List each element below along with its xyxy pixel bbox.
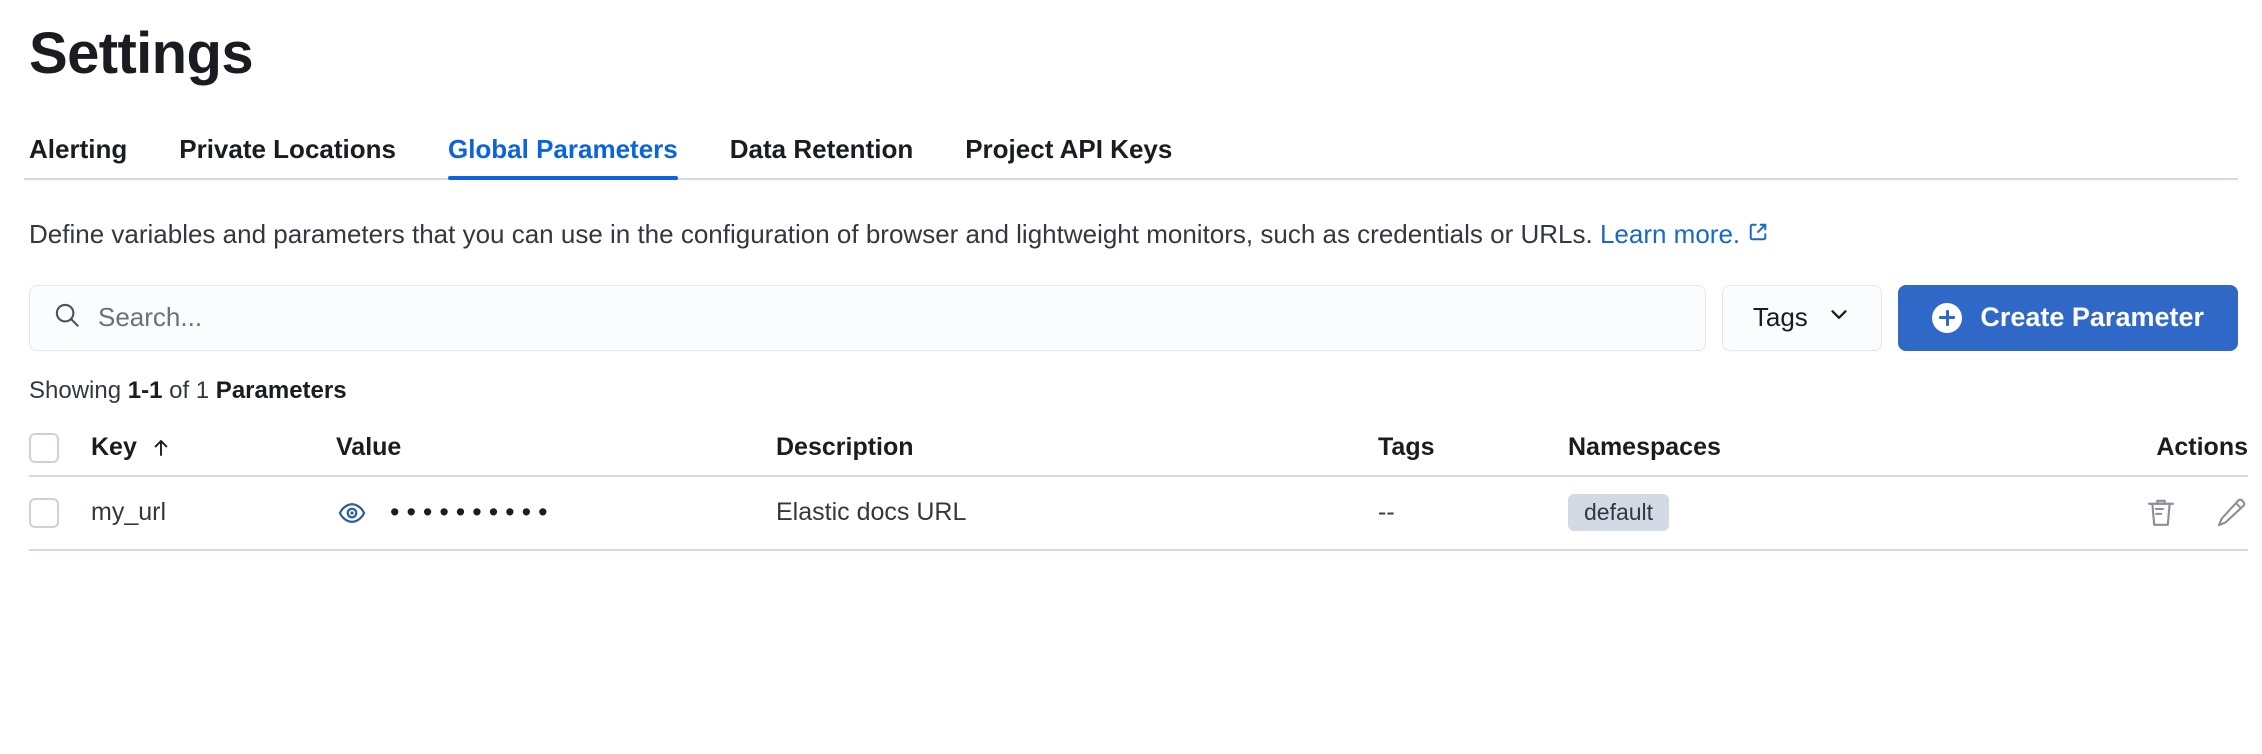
column-header-actions: Actions <box>2156 433 2248 462</box>
row-select-checkbox[interactable] <box>29 497 59 528</box>
cell-actions <box>2048 496 2248 530</box>
header-select-cell <box>29 432 91 463</box>
cell-value: •••••••••• <box>336 497 776 529</box>
row-select-cell <box>29 497 91 528</box>
column-header-description[interactable]: Description <box>776 433 1378 462</box>
tab-label: Global Parameters <box>447 133 678 164</box>
tags-filter-button[interactable]: Tags <box>1722 284 1883 351</box>
column-header-label: Value <box>336 433 402 462</box>
tab-data-retention[interactable]: Data Retention <box>704 136 939 178</box>
search-input[interactable] <box>98 302 1684 334</box>
table-header-row: Key Value Description <box>29 421 2248 477</box>
column-header-label: Description <box>776 433 914 462</box>
create-parameter-button[interactable]: Create Parameter <box>1898 284 2238 351</box>
column-header-key[interactable]: Key <box>91 433 336 462</box>
tab-label: Project API Keys <box>965 133 1173 164</box>
showing-prefix: Showing <box>29 376 128 404</box>
parameters-table: Key Value Description <box>24 421 2248 551</box>
description-text: Define variables and parameters that you… <box>29 218 1600 249</box>
tab-alerting[interactable]: Alerting <box>29 136 153 178</box>
page-title: Settings <box>29 21 254 86</box>
learn-more-link[interactable]: Learn more. <box>1599 218 1741 249</box>
tab-label: Alerting <box>29 133 128 164</box>
cell-key: my_url <box>91 498 167 527</box>
parameters-toolbar: Tags Create Parameter <box>24 284 2238 351</box>
select-all-checkbox[interactable] <box>29 432 59 463</box>
column-header-label: Actions <box>2156 433 2248 462</box>
column-header-label: Namespaces <box>1568 433 1721 462</box>
edit-pencil-icon[interactable] <box>2214 496 2248 530</box>
tags-filter-label: Tags <box>1752 302 1808 333</box>
chevron-down-icon <box>1826 301 1852 334</box>
tab-label: Data Retention <box>729 133 914 164</box>
settings-tabs: Alerting Private Locations Global Parame… <box>24 126 2238 180</box>
showing-range: 1-1 <box>127 376 163 404</box>
sort-asc-arrow-icon <box>149 436 173 460</box>
column-header-label: Key <box>91 433 137 462</box>
showing-total: 1 <box>195 376 210 404</box>
create-parameter-label: Create Parameter <box>1980 302 2204 333</box>
plus-circle-icon <box>1932 302 1963 333</box>
namespace-badge: default <box>1568 494 1670 532</box>
external-link-icon[interactable] <box>1746 211 1770 259</box>
column-header-value[interactable]: Value <box>336 433 401 462</box>
masked-value: •••••••••• <box>390 497 555 528</box>
results-count: Showing 1-1 of 1 Parameters <box>24 376 2238 404</box>
tab-project-api-keys[interactable]: Project API Keys <box>939 136 1198 178</box>
cell-description: Elastic docs URL <box>776 498 967 527</box>
cell-tags: -- <box>1378 498 1395 527</box>
tab-label: Private Locations <box>179 133 396 164</box>
column-header-label: Tags <box>1378 433 1435 462</box>
page-description: Define variables and parameters that you… <box>24 210 2238 259</box>
delete-icon[interactable] <box>2144 496 2178 530</box>
showing-of: of <box>162 376 196 404</box>
tab-global-parameters[interactable]: Global Parameters <box>422 133 704 180</box>
search-box[interactable] <box>29 284 1707 351</box>
eye-icon[interactable] <box>336 497 368 529</box>
column-header-tags[interactable]: Tags <box>1378 433 1568 462</box>
showing-unit: Parameters <box>209 376 347 404</box>
cell-namespaces: default <box>1568 494 2048 532</box>
tab-private-locations[interactable]: Private Locations <box>153 136 422 178</box>
table-row[interactable]: my_url •••••••••• Elastic docs URL -- de… <box>29 477 2248 551</box>
search-icon <box>52 300 82 335</box>
column-header-namespaces[interactable]: Namespaces <box>1568 433 2048 462</box>
